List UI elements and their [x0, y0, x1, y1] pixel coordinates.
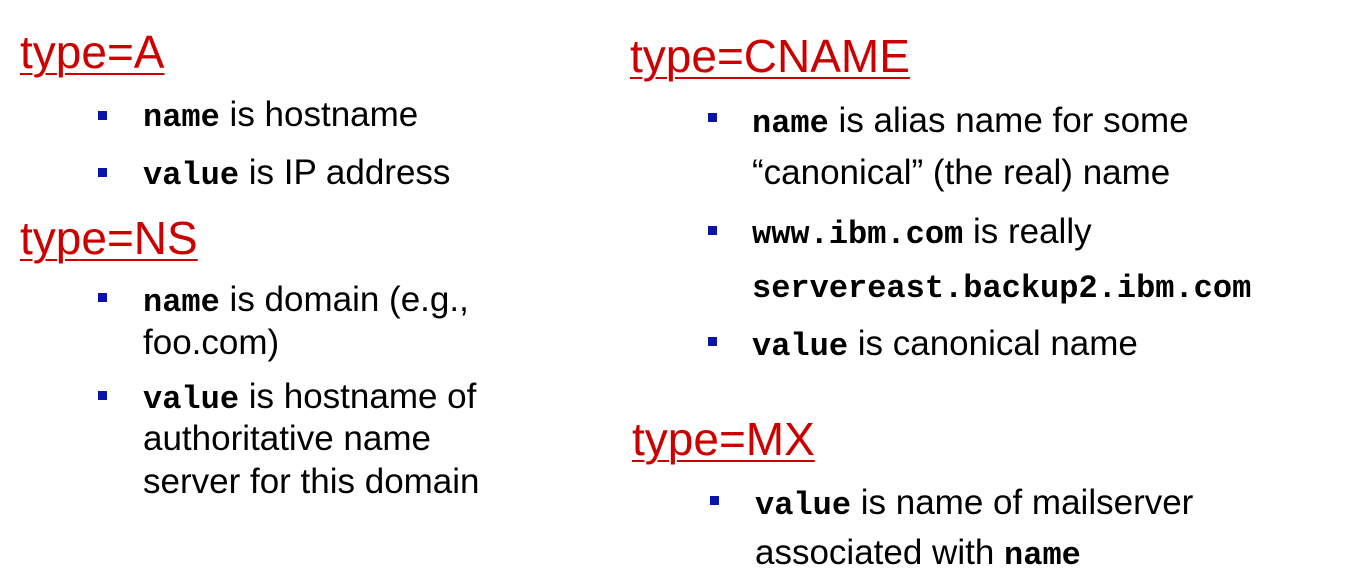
type-mx-value-item-line1: value is name of mailserver	[755, 482, 1193, 527]
item-text: is domain (e.g.,	[219, 280, 469, 319]
item-text: server for this domain	[143, 462, 480, 501]
type-ns-value-item-line2: authoritative name	[143, 418, 431, 460]
code-name: name	[143, 99, 220, 136]
code-value: value	[143, 381, 240, 418]
type-cname-value-item: value is canonical name	[752, 323, 1138, 368]
bullet-marker	[710, 496, 719, 505]
type-ns-heading: type=NS	[20, 212, 198, 264]
item-text: is alias name for some	[828, 101, 1189, 140]
bullet-marker	[98, 391, 107, 400]
type-ns-value-item-line3: server for this domain	[143, 461, 480, 503]
code-name: name	[143, 284, 220, 321]
item-text: is IP address	[239, 153, 451, 192]
item-text: is really	[963, 212, 1092, 251]
code-value: value	[143, 157, 240, 194]
code-example-alias: www.ibm.com	[752, 216, 964, 253]
item-text: is hostname of	[239, 377, 477, 416]
item-text: is hostname	[219, 95, 419, 134]
type-cname-name-item-line2: “canonical” (the real) name	[752, 152, 1170, 194]
bullet-marker	[708, 113, 717, 122]
item-text: associated with	[755, 533, 1005, 572]
type-mx-heading: type=MX	[632, 413, 815, 465]
item-text: “canonical” (the real) name	[752, 153, 1171, 192]
code-name: name	[752, 105, 829, 142]
code-value: value	[752, 328, 849, 365]
type-cname-name-item-line1: name is alias name for some	[752, 100, 1189, 145]
type-cname-example-item-line2: servereast.backup2.ibm.com	[752, 265, 1251, 310]
item-text: foo.com)	[143, 323, 280, 362]
type-ns-name-item-line2: foo.com)	[143, 322, 279, 364]
type-cname-example-item-line1: www.ibm.com is really	[752, 211, 1092, 256]
type-ns-name-item-line1: name is domain (e.g.,	[143, 279, 469, 324]
type-a-heading: type=A	[20, 26, 165, 78]
bullet-marker	[98, 111, 107, 120]
bullet-marker	[708, 226, 717, 235]
type-cname-heading: type=CNAME	[630, 30, 910, 82]
bullet-marker	[98, 168, 107, 177]
code-value: value	[755, 487, 852, 524]
type-ns-value-item-line1: value is hostname of	[143, 376, 476, 421]
code-example-canonical: servereast.backup2.ibm.com	[752, 270, 1252, 307]
code-name: name	[1004, 537, 1081, 574]
bullet-marker	[98, 293, 107, 302]
type-a-value-item: value is IP address	[143, 152, 450, 197]
item-text: is canonical name	[848, 324, 1138, 363]
item-text: authoritative name	[143, 419, 431, 458]
type-a-name-item: name is hostname	[143, 94, 418, 139]
type-mx-value-item-line2: associated with name	[755, 532, 1081, 577]
item-text: is name of mailserver	[851, 483, 1194, 522]
bullet-marker	[708, 337, 717, 346]
